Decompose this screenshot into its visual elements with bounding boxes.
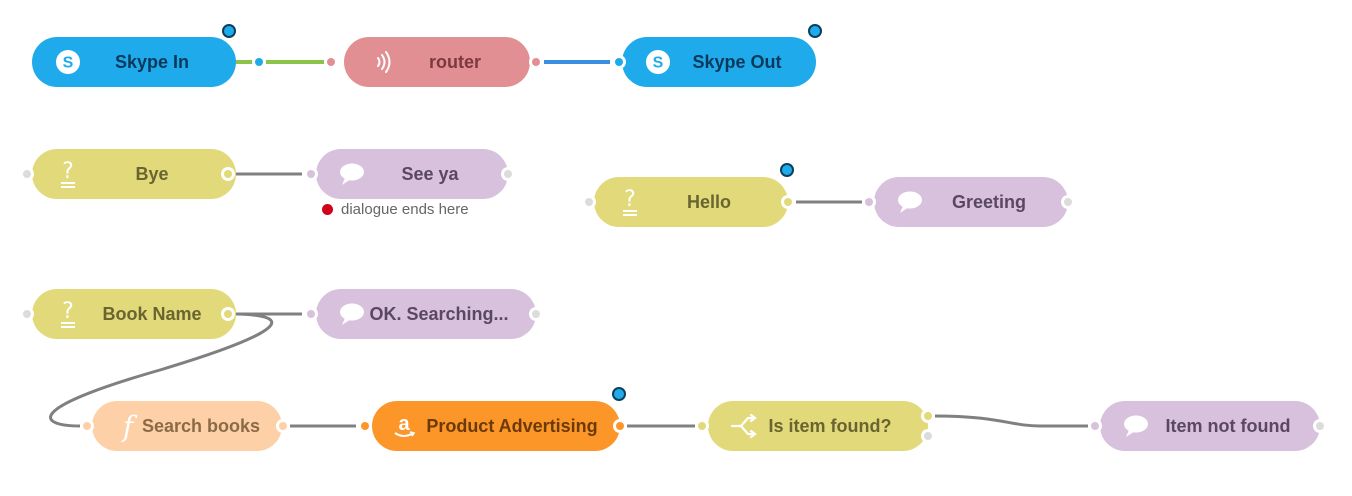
node-label: Bye — [135, 163, 169, 184]
input-port[interactable] — [695, 419, 709, 433]
speech-bubble-icon — [1120, 410, 1152, 442]
amazon-icon: a — [388, 410, 420, 442]
input-port[interactable] — [612, 55, 626, 69]
output-port[interactable] — [781, 195, 795, 209]
signal-waves-icon — [366, 46, 398, 78]
node-see-ya[interactable]: See ya — [304, 149, 515, 199]
input-port[interactable] — [304, 307, 318, 321]
input-port[interactable] — [862, 195, 876, 209]
question-intent-icon: ? — [52, 298, 84, 330]
node-label: See ya — [401, 163, 459, 184]
svg-text:?: ? — [624, 187, 636, 212]
output-port[interactable] — [1313, 419, 1327, 433]
node-label: Search books — [141, 415, 261, 436]
edge-book-name-to-search-books[interactable] — [49, 312, 274, 428]
output-port-true[interactable] — [921, 409, 935, 423]
node-label: Product Advertising — [426, 415, 598, 436]
node-label: router — [428, 51, 481, 72]
input-port[interactable] — [80, 419, 94, 433]
output-port[interactable] — [529, 307, 543, 321]
node-skype-out[interactable]: S Skype Out — [612, 37, 816, 87]
svg-text:S: S — [653, 55, 664, 72]
svg-text:?: ? — [62, 159, 74, 184]
output-port[interactable] — [221, 307, 235, 321]
switch-icon — [728, 410, 760, 442]
node-router[interactable]: router — [324, 37, 543, 87]
question-intent-icon: ? — [614, 186, 646, 218]
output-port[interactable] — [501, 167, 515, 181]
dialogue-end-note: dialogue ends here — [322, 201, 469, 218]
node-hello[interactable]: ? Hello — [582, 177, 795, 227]
input-port[interactable] — [324, 55, 338, 69]
output-port[interactable] — [613, 419, 627, 433]
input-port[interactable] — [358, 419, 372, 433]
node-is-item-found[interactable]: Is item found? — [695, 401, 935, 451]
output-port[interactable] — [252, 55, 266, 69]
node-ok-searching[interactable]: OK. Searching... — [304, 289, 543, 339]
skype-icon: S — [642, 46, 674, 78]
input-port[interactable] — [582, 195, 596, 209]
speech-bubble-icon — [336, 158, 368, 190]
node-label: OK. Searching... — [369, 303, 509, 324]
output-port[interactable] — [276, 419, 290, 433]
function-icon: f — [112, 410, 144, 443]
node-bye[interactable]: ? Bye — [20, 149, 236, 199]
node-search-books[interactable]: f Search books — [80, 401, 290, 451]
status-indicator — [222, 24, 236, 38]
end-marker-icon — [322, 204, 333, 215]
edge-is-item-found-to-item-not-found[interactable] — [933, 414, 1088, 428]
status-indicator — [808, 24, 822, 38]
question-intent-icon: ? — [52, 158, 84, 190]
input-port[interactable] — [1088, 419, 1102, 433]
node-item-not-found[interactable]: Item not found — [1088, 401, 1327, 451]
svg-text:a: a — [398, 413, 410, 435]
node-label: Skype In — [114, 51, 190, 72]
input-port[interactable] — [20, 167, 34, 181]
node-label: Skype Out — [692, 51, 782, 72]
input-port[interactable] — [20, 307, 34, 321]
skype-icon: S — [52, 46, 84, 78]
svg-text:?: ? — [62, 299, 74, 324]
speech-bubble-icon — [336, 298, 368, 330]
svg-text:f: f — [121, 410, 138, 443]
output-port[interactable] — [529, 55, 543, 69]
node-greeting[interactable]: Greeting — [862, 177, 1075, 227]
node-label: Item not found — [1165, 415, 1291, 436]
output-port-false[interactable] — [921, 429, 935, 443]
node-label: Hello — [686, 191, 731, 212]
node-book-name[interactable]: ? Book Name — [20, 289, 236, 339]
node-skype-in[interactable]: S Skype In — [32, 37, 266, 87]
input-port[interactable] — [304, 167, 318, 181]
speech-bubble-icon — [894, 186, 926, 218]
svg-text:S: S — [63, 55, 74, 72]
node-product-advertising[interactable]: a Product Advertising — [358, 401, 627, 451]
node-label: Is item found? — [768, 415, 892, 436]
output-port[interactable] — [221, 167, 235, 181]
status-indicator — [780, 163, 794, 177]
output-port[interactable] — [1061, 195, 1075, 209]
node-label: Book Name — [102, 303, 202, 324]
node-label: Greeting — [951, 191, 1026, 212]
status-indicator — [612, 387, 626, 401]
note-text: dialogue ends here — [341, 201, 469, 218]
